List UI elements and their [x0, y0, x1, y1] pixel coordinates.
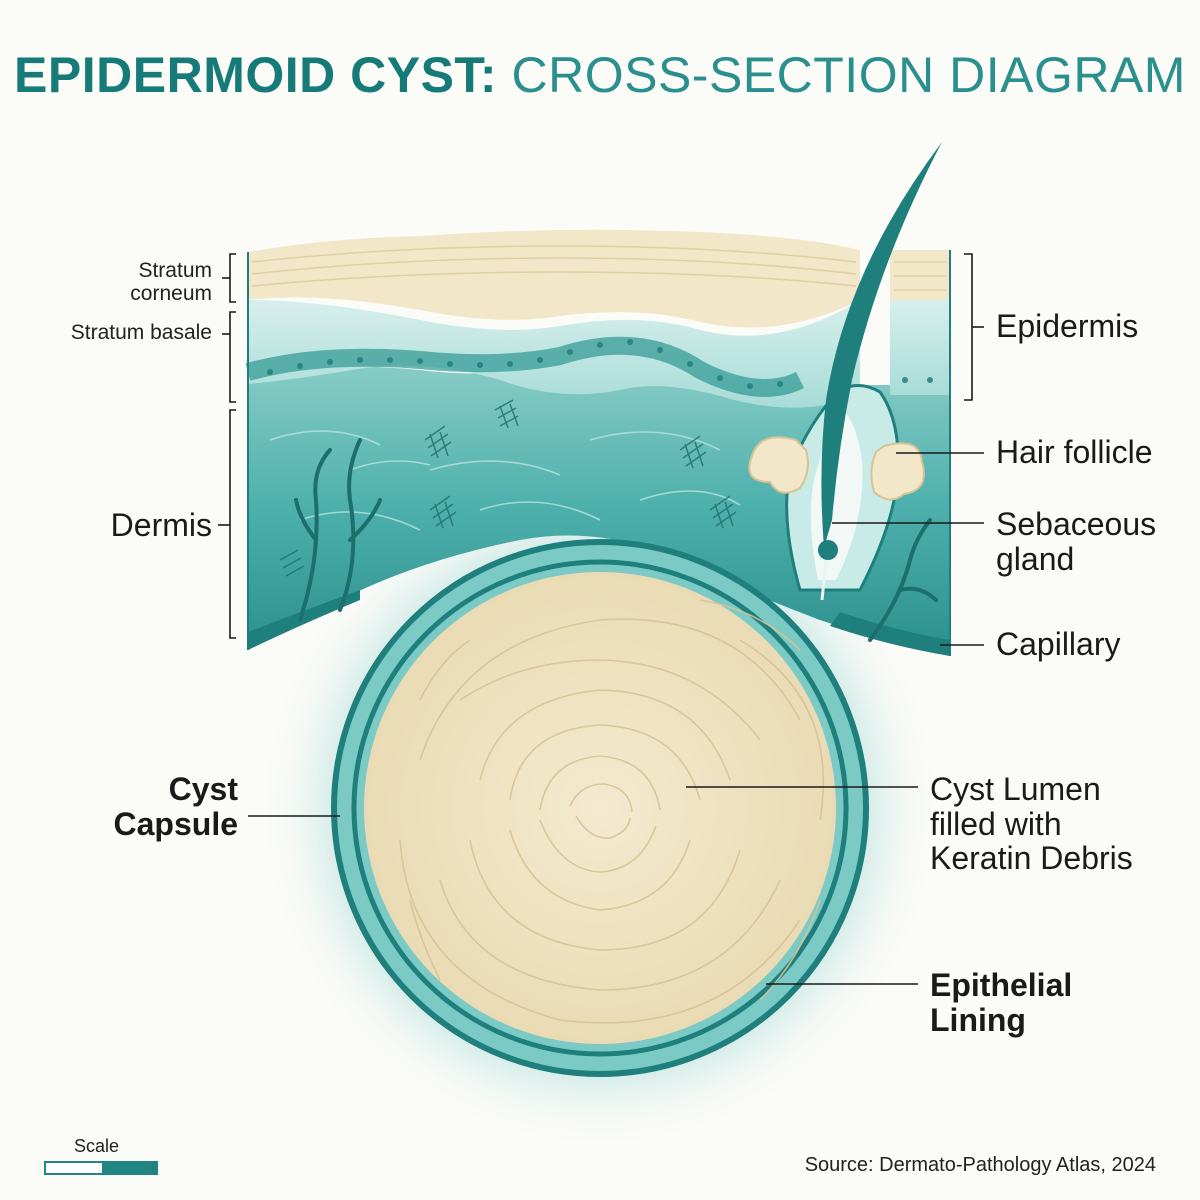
scale-bar-light — [44, 1161, 104, 1175]
scale-bar: Scale — [44, 1136, 158, 1175]
cyst-lumen — [364, 572, 836, 1044]
label-cyst-lumen: Cyst Lumen filled with Keratin Debris — [930, 772, 1133, 876]
leader-lines — [218, 253, 984, 985]
title-light: CROSS-SECTION DIAGRAM — [511, 47, 1186, 103]
scale-bar-graphic — [44, 1161, 158, 1175]
label-cyst-lumen-line2: filled with — [930, 805, 1062, 842]
label-cyst-lumen-line3: Keratin Debris — [930, 840, 1133, 877]
label-dermis: Dermis — [110, 507, 212, 543]
label-epithelial-line1: Epithelial — [930, 967, 1073, 1003]
hair-follicle — [748, 142, 942, 601]
page-title: EPIDERMOID CYST: CROSS-SECTION DIAGRAM — [0, 46, 1200, 104]
label-sebaceous-line1: Sebaceous — [996, 506, 1157, 542]
epithelial-lining-ring — [351, 559, 849, 1057]
label-hair-follicle: Hair follicle — [996, 434, 1153, 470]
keratin-swirls — [399, 599, 825, 1024]
label-sebaceous-line2: gland — [996, 540, 1075, 577]
label-epithelial-lining: Epithelial Lining — [930, 968, 1072, 1037]
label-cyst-capsule-line2: Capsule — [113, 805, 238, 842]
label-stratum-corneum: Stratum corneum — [100, 259, 212, 305]
label-epithelial-line2: Lining — [930, 1001, 1026, 1038]
label-stratum-corneum-line1: Stratum — [138, 259, 212, 282]
capillary-vessels — [294, 438, 938, 642]
label-cyst-lumen-line1: Cyst Lumen — [930, 771, 1101, 807]
title-bold: EPIDERMOID CYST: — [14, 47, 498, 103]
label-stratum-corneum-line2: corneum — [130, 281, 212, 305]
label-epidermis: Epidermis — [996, 308, 1139, 344]
skin-section — [245, 229, 951, 656]
label-capillary: Capillary — [996, 626, 1121, 662]
label-cyst-capsule-line1: Cyst — [168, 771, 238, 807]
scale-bar-dark — [102, 1161, 158, 1175]
label-stratum-basale: Stratum basale — [70, 321, 212, 344]
label-sebaceous-gland: Sebaceous gland — [996, 507, 1156, 576]
label-cyst-capsule: Cyst Capsule — [60, 772, 238, 841]
scale-label: Scale — [74, 1136, 120, 1156]
source-citation: Source: Dermato-Pathology Atlas, 2024 — [804, 1154, 1156, 1176]
cyst — [331, 539, 869, 1077]
